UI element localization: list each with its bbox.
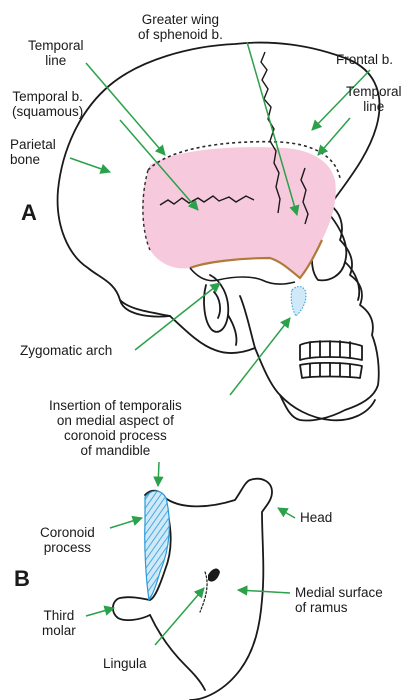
coronoid-insertion-b — [144, 490, 170, 602]
leader-insertion-a — [229, 317, 291, 396]
leader-temporal-bone — [119, 119, 199, 211]
leader-greater-wing — [246, 41, 300, 217]
label-lingula: Lingula — [103, 656, 147, 671]
leader-zygomatic — [134, 282, 221, 351]
leader-frontal — [311, 69, 371, 131]
label-zygomatic-arch: Zygomatic arch — [20, 343, 113, 358]
label-head: Head — [300, 510, 333, 525]
leader-medial-surface — [236, 585, 291, 596]
facial-outline — [279, 204, 380, 422]
leader-lingula — [154, 587, 205, 646]
label-temporal-bone: Temporal b.(squamous) — [12, 89, 84, 119]
leader-third-molar — [85, 605, 116, 617]
coronoid-insertion-a — [290, 286, 307, 317]
label-frontal-bone: Frontal b. — [336, 52, 394, 67]
leader-insertion-b — [153, 461, 164, 488]
leader-temporal-line-right — [317, 117, 351, 156]
panel-b-label: B — [14, 566, 30, 591]
mandible-outline — [254, 347, 376, 422]
skull-drawing — [56, 41, 381, 422]
zygomatic-arch-edge — [189, 239, 323, 280]
leader-temporal-line-left — [85, 62, 166, 156]
leader-coronoid — [109, 515, 144, 529]
leader-lines — [69, 41, 371, 646]
panel-a-label: A — [21, 200, 37, 225]
leader-head — [277, 507, 296, 519]
leader-parietal — [69, 157, 111, 174]
lingula-mark — [208, 568, 220, 582]
